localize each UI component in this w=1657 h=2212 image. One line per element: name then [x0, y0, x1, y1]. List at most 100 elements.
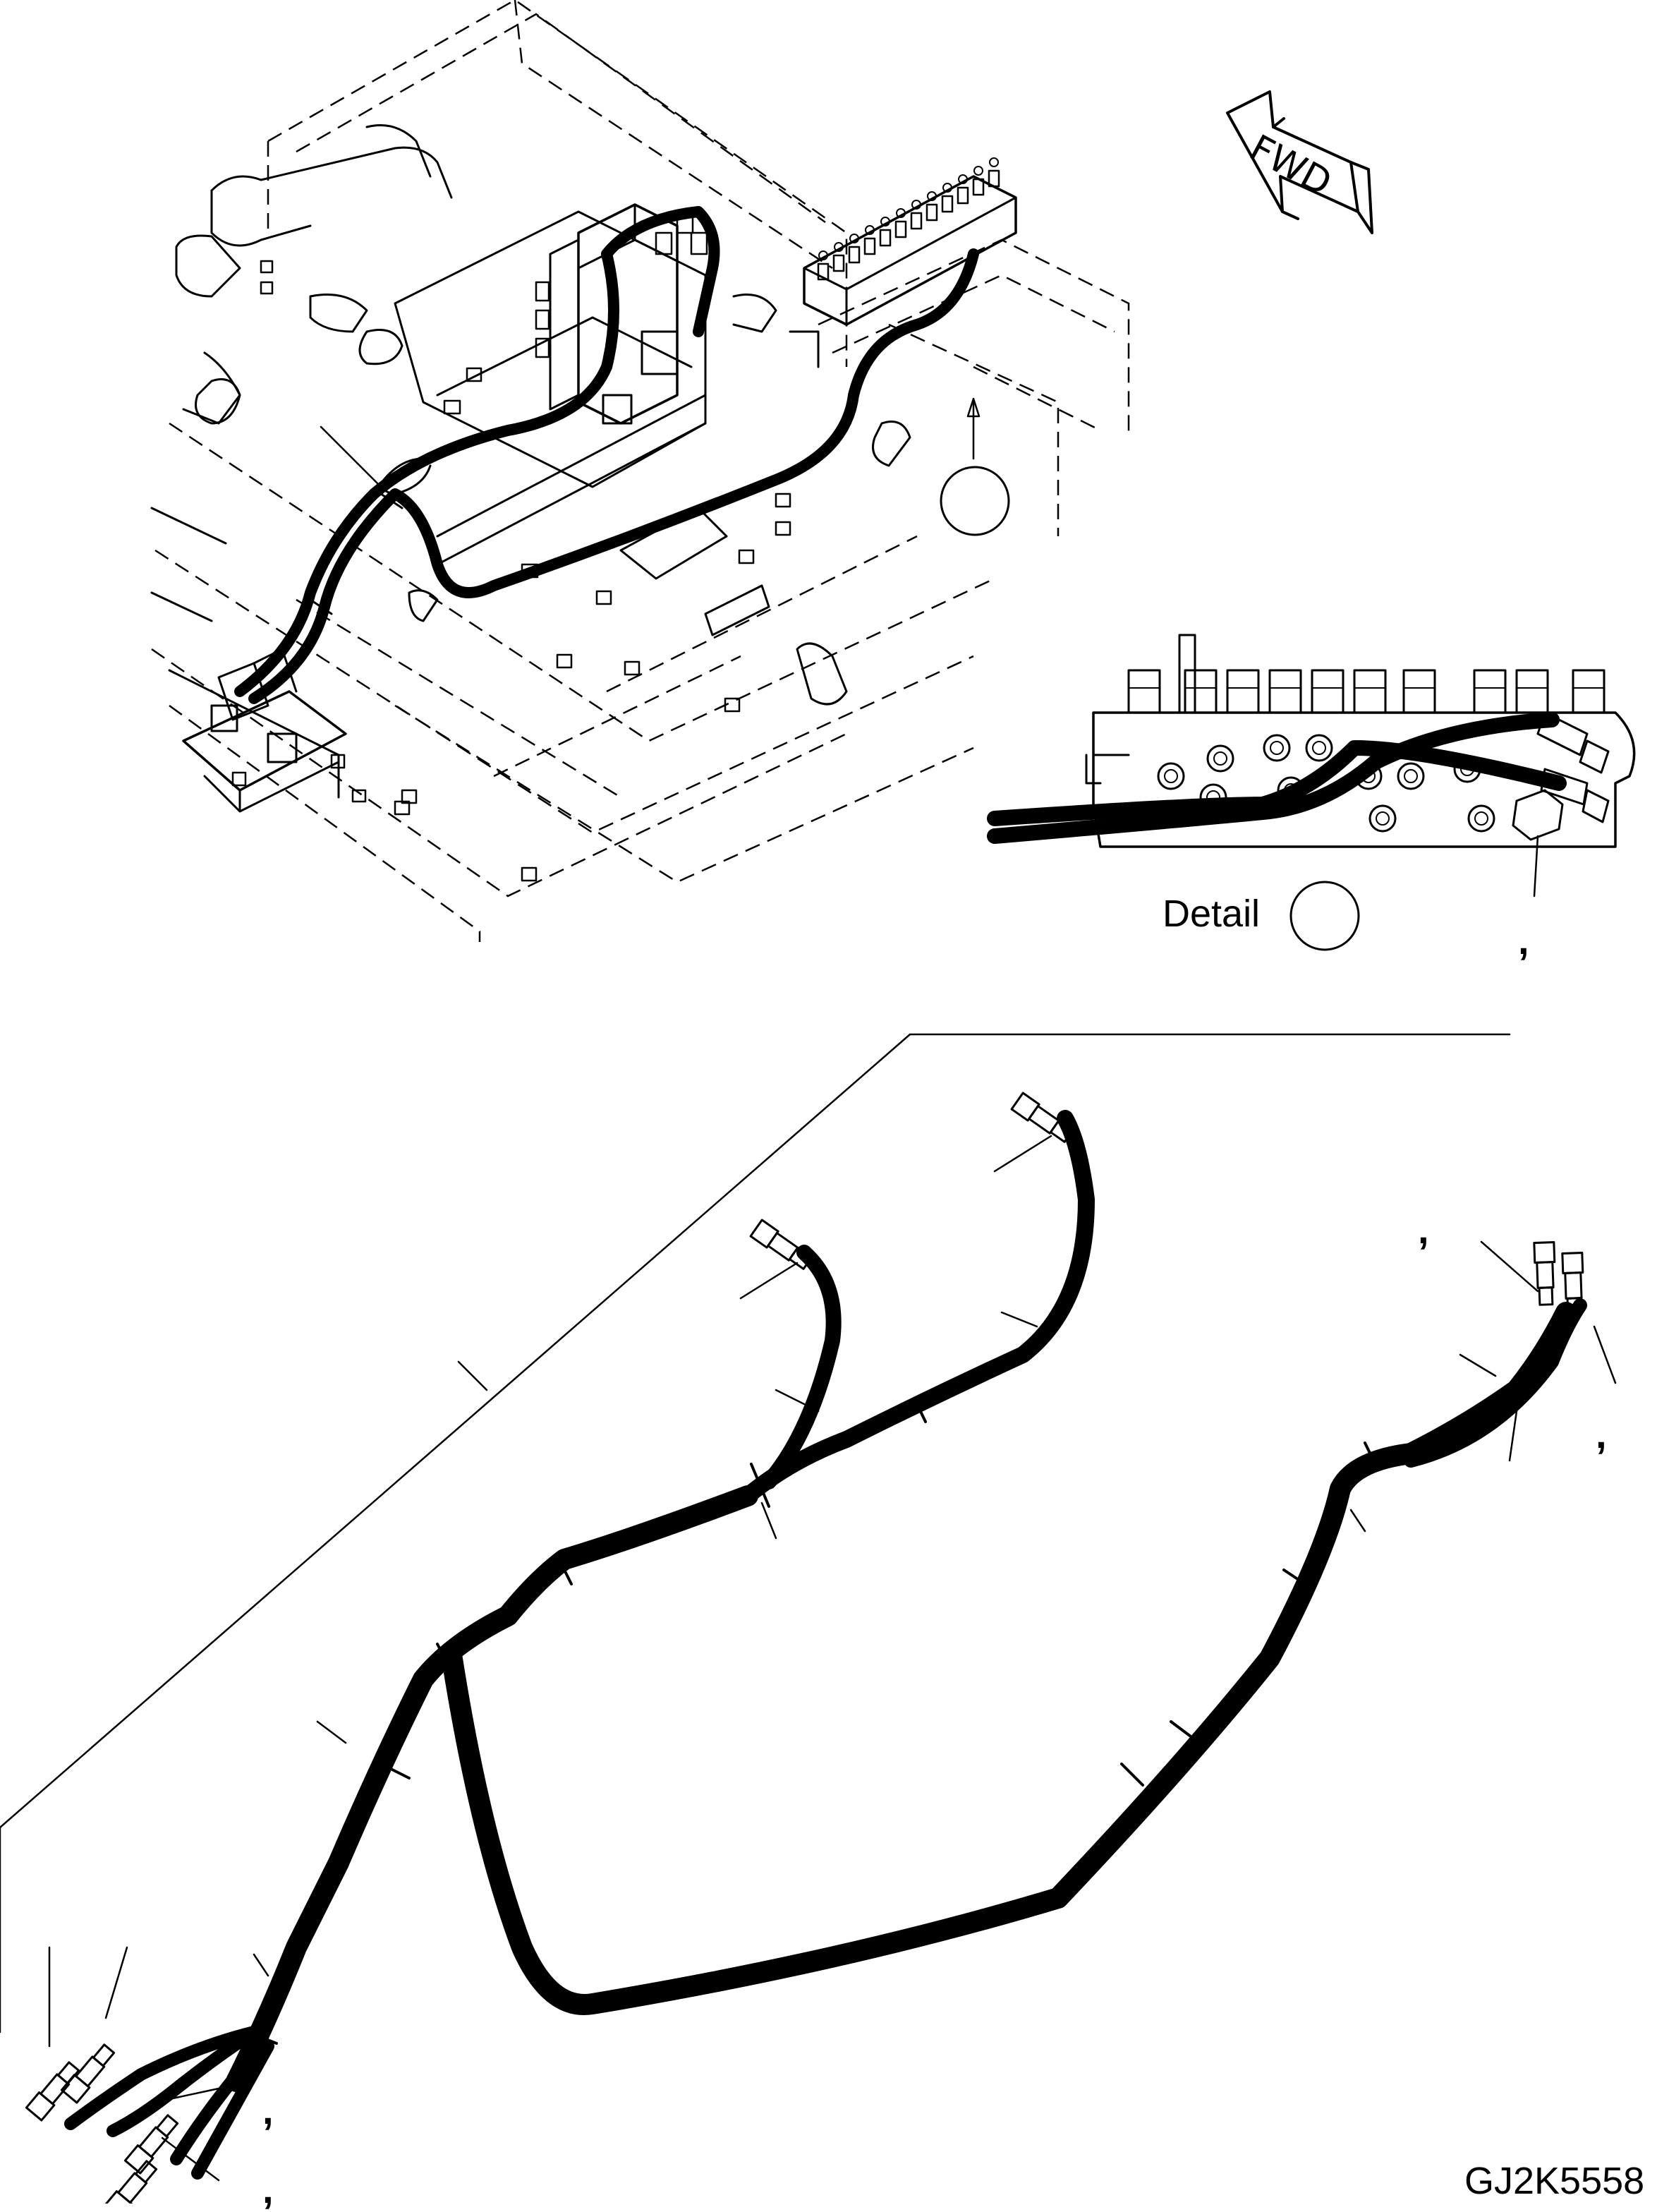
hose-coupling — [123, 2114, 179, 2175]
lower-leaders — [48, 1135, 1617, 2182]
coupling-nut — [1533, 1241, 1556, 1264]
callout-separator: , — [262, 2088, 274, 2132]
coupling-nut — [1010, 1092, 1040, 1122]
pilot-valve-plate — [182, 648, 347, 813]
hose-coupling — [60, 2043, 116, 2104]
manifold-fitting — [894, 220, 907, 238]
detail-spool — [1402, 669, 1436, 714]
detail-port — [1368, 804, 1397, 833]
detail-port — [1305, 734, 1333, 762]
clamp-band — [1282, 1569, 1306, 1585]
manifold-fitting — [848, 246, 861, 264]
detail-label: Detail — [1163, 893, 1261, 935]
detail-port-inner — [1404, 769, 1418, 783]
hose-coupling — [1010, 1092, 1073, 1143]
hose-coupling — [25, 2061, 80, 2122]
detail-spool — [1127, 669, 1161, 714]
coupling-body — [40, 2073, 71, 2105]
clamp-band — [436, 1643, 453, 1674]
manifold-port — [849, 234, 859, 243]
hose-coupling — [1561, 1252, 1584, 1317]
coupling-body — [1564, 1271, 1583, 1300]
coupling-body — [117, 2172, 148, 2204]
clamp-band — [750, 1463, 770, 1508]
manifold-fitting — [863, 237, 876, 255]
coupling-body — [1536, 1261, 1555, 1289]
detail-spool — [1226, 669, 1260, 714]
callout-separator: , — [262, 2167, 274, 2211]
manifold-port — [880, 217, 890, 226]
manifold-fitting — [925, 203, 938, 222]
manifold-port — [973, 166, 983, 176]
detail-port — [1263, 734, 1291, 762]
detail-port — [1157, 762, 1185, 790]
detail-spool — [1184, 669, 1218, 714]
hose-coupling — [1533, 1241, 1556, 1306]
manifold-fitting — [988, 169, 1000, 188]
frame-fasteners — [260, 260, 791, 882]
manifold-port — [958, 174, 968, 184]
manifold-fitting — [817, 262, 830, 281]
hose-couplings — [25, 1092, 1584, 2204]
manifold-fitting — [910, 212, 923, 230]
detail-view — [987, 634, 1636, 951]
detail-port — [1397, 762, 1425, 790]
detail-hose-fittings — [1536, 711, 1610, 823]
callout-separator: , — [1596, 1412, 1607, 1456]
clamp-band — [1170, 1720, 1201, 1744]
coupling-body — [138, 2126, 169, 2158]
manifold-port — [927, 191, 937, 201]
detail-spool — [1268, 669, 1302, 714]
detail-port-inner — [1474, 811, 1488, 826]
manifold-fitting — [941, 195, 954, 213]
manifold-port — [942, 183, 952, 193]
manifold-port — [834, 242, 844, 252]
detail-circle-marker — [1289, 881, 1360, 951]
detail-spools — [1127, 634, 1606, 714]
hose-coupling — [749, 1219, 812, 1270]
manifold-port — [896, 208, 906, 218]
detail-port-inner — [1213, 751, 1227, 766]
manifold-fitting — [972, 178, 985, 196]
detail-spool — [1572, 669, 1606, 714]
frame-outline — [150, 124, 911, 799]
hose-coupling — [102, 2160, 158, 2204]
detail-port-inner — [1376, 811, 1390, 826]
coupling-body — [1028, 1105, 1060, 1135]
coupling-tip — [1566, 1297, 1582, 1317]
detail-port-inner — [1312, 741, 1326, 755]
coupling-tip — [92, 2043, 116, 2067]
manifold-port — [865, 225, 875, 235]
detail-callout-circle — [940, 466, 1010, 536]
manifold-fitting — [879, 229, 892, 247]
clamp-band — [247, 2031, 278, 2045]
coupling-nut — [25, 2091, 56, 2122]
detail-spool — [1353, 669, 1387, 714]
detail-spool — [1515, 669, 1549, 714]
coupling-tip — [1538, 1286, 1554, 1306]
coupling-nut — [1561, 1252, 1584, 1274]
coupling-tip — [1049, 1120, 1073, 1143]
clamp-band — [1364, 1442, 1378, 1469]
coupling-nut — [749, 1219, 779, 1249]
manifold-fitting — [832, 254, 845, 272]
detail-port — [1467, 804, 1495, 833]
callout-separator: , — [1418, 1207, 1429, 1252]
manifold-port — [989, 157, 999, 167]
coupling-tip — [155, 2114, 179, 2138]
clamp-band — [1120, 1763, 1144, 1787]
clamp-band — [556, 1554, 573, 1585]
harness-outline — [0, 1033, 1511, 2033]
detail-port-inner — [1164, 769, 1178, 783]
manifold-fittings — [817, 157, 1000, 281]
upper-leaders — [320, 397, 1010, 536]
drawing-code: GJ2K5558 — [1464, 2160, 1645, 2202]
forward-arrow-icon — [1226, 90, 1373, 234]
hose-harness — [64, 1110, 1587, 2180]
hose-clamp-bands — [247, 1403, 1378, 2045]
upper-hose-bundle — [234, 206, 979, 704]
manifold-port — [818, 250, 828, 260]
machine-frame — [151, 0, 1130, 942]
detail-port-inner — [1270, 741, 1284, 755]
